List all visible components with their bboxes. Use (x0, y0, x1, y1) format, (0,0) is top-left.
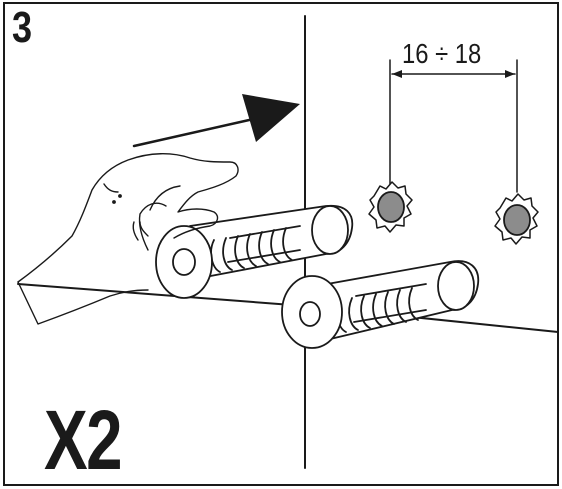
hand-illustration (17, 153, 239, 325)
panel-frame (3, 2, 559, 486)
drilled-hole-right (494, 193, 539, 245)
wall-plug-lower (281, 260, 480, 349)
wall-plug-upper (155, 204, 354, 299)
dimension-label: 16 ÷ 18 (402, 38, 482, 69)
step-number: 3 (12, 3, 33, 52)
insert-direction-arrow (132, 94, 300, 148)
dimension-lines (389, 59, 518, 193)
drilled-hole-left (368, 181, 413, 233)
quantity-label: X2 (44, 393, 123, 487)
